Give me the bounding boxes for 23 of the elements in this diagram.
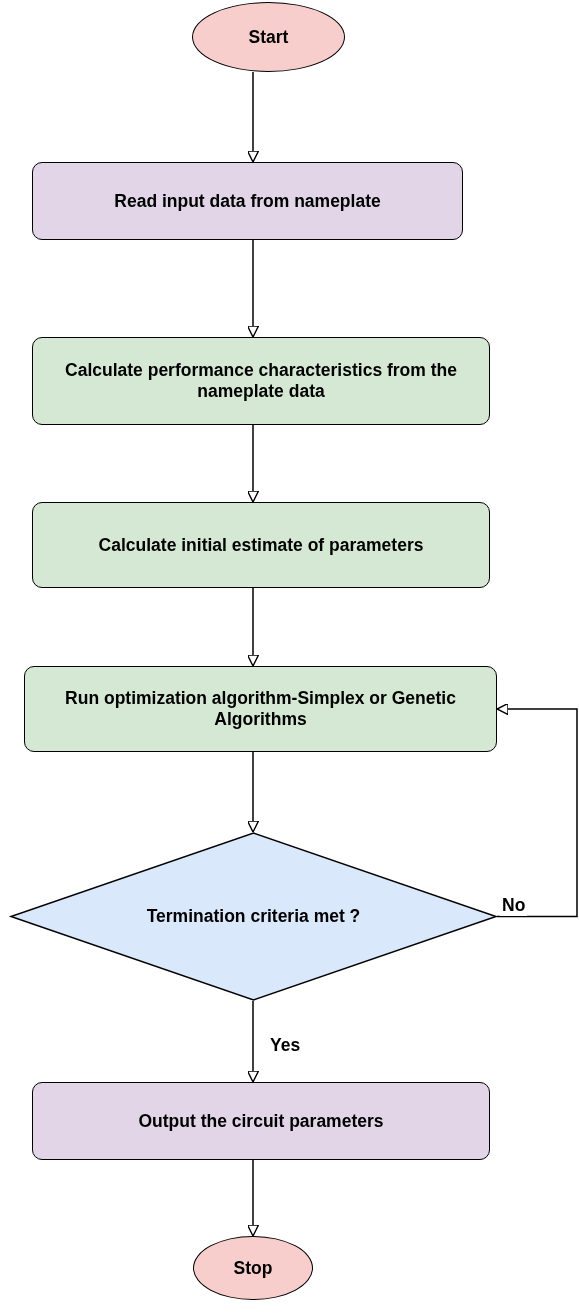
node-label: Calculate performance characteristics from the nameplate data	[64, 360, 458, 402]
edge-label: No	[500, 895, 528, 916]
arrow	[246, 1000, 260, 1083]
arrow	[246, 71, 260, 163]
arrow	[246, 239, 260, 338]
output-box	[32, 1082, 490, 1160]
node-label: Read input data from nameplate	[114, 190, 381, 212]
node-label: Termination criteria met ?	[146, 906, 361, 927]
decision-diamond	[10, 832, 497, 1001]
node-label: Calculate initial estimate of parameters	[98, 534, 424, 556]
process-box	[32, 337, 490, 425]
node-label: Start	[248, 26, 289, 48]
process-box	[24, 666, 497, 752]
input-box	[32, 162, 463, 240]
arrow	[496, 702, 578, 918]
arrow	[246, 424, 260, 503]
arrow	[246, 751, 260, 833]
arrow	[246, 587, 260, 667]
node-label: Run optimization algorithm-Simplex or Genetic Algorithms	[64, 688, 457, 730]
arrow	[246, 1159, 260, 1237]
process-box	[32, 502, 490, 588]
node-label: Output the circuit parameters	[138, 1110, 384, 1132]
node-label: Stop	[233, 1257, 273, 1279]
